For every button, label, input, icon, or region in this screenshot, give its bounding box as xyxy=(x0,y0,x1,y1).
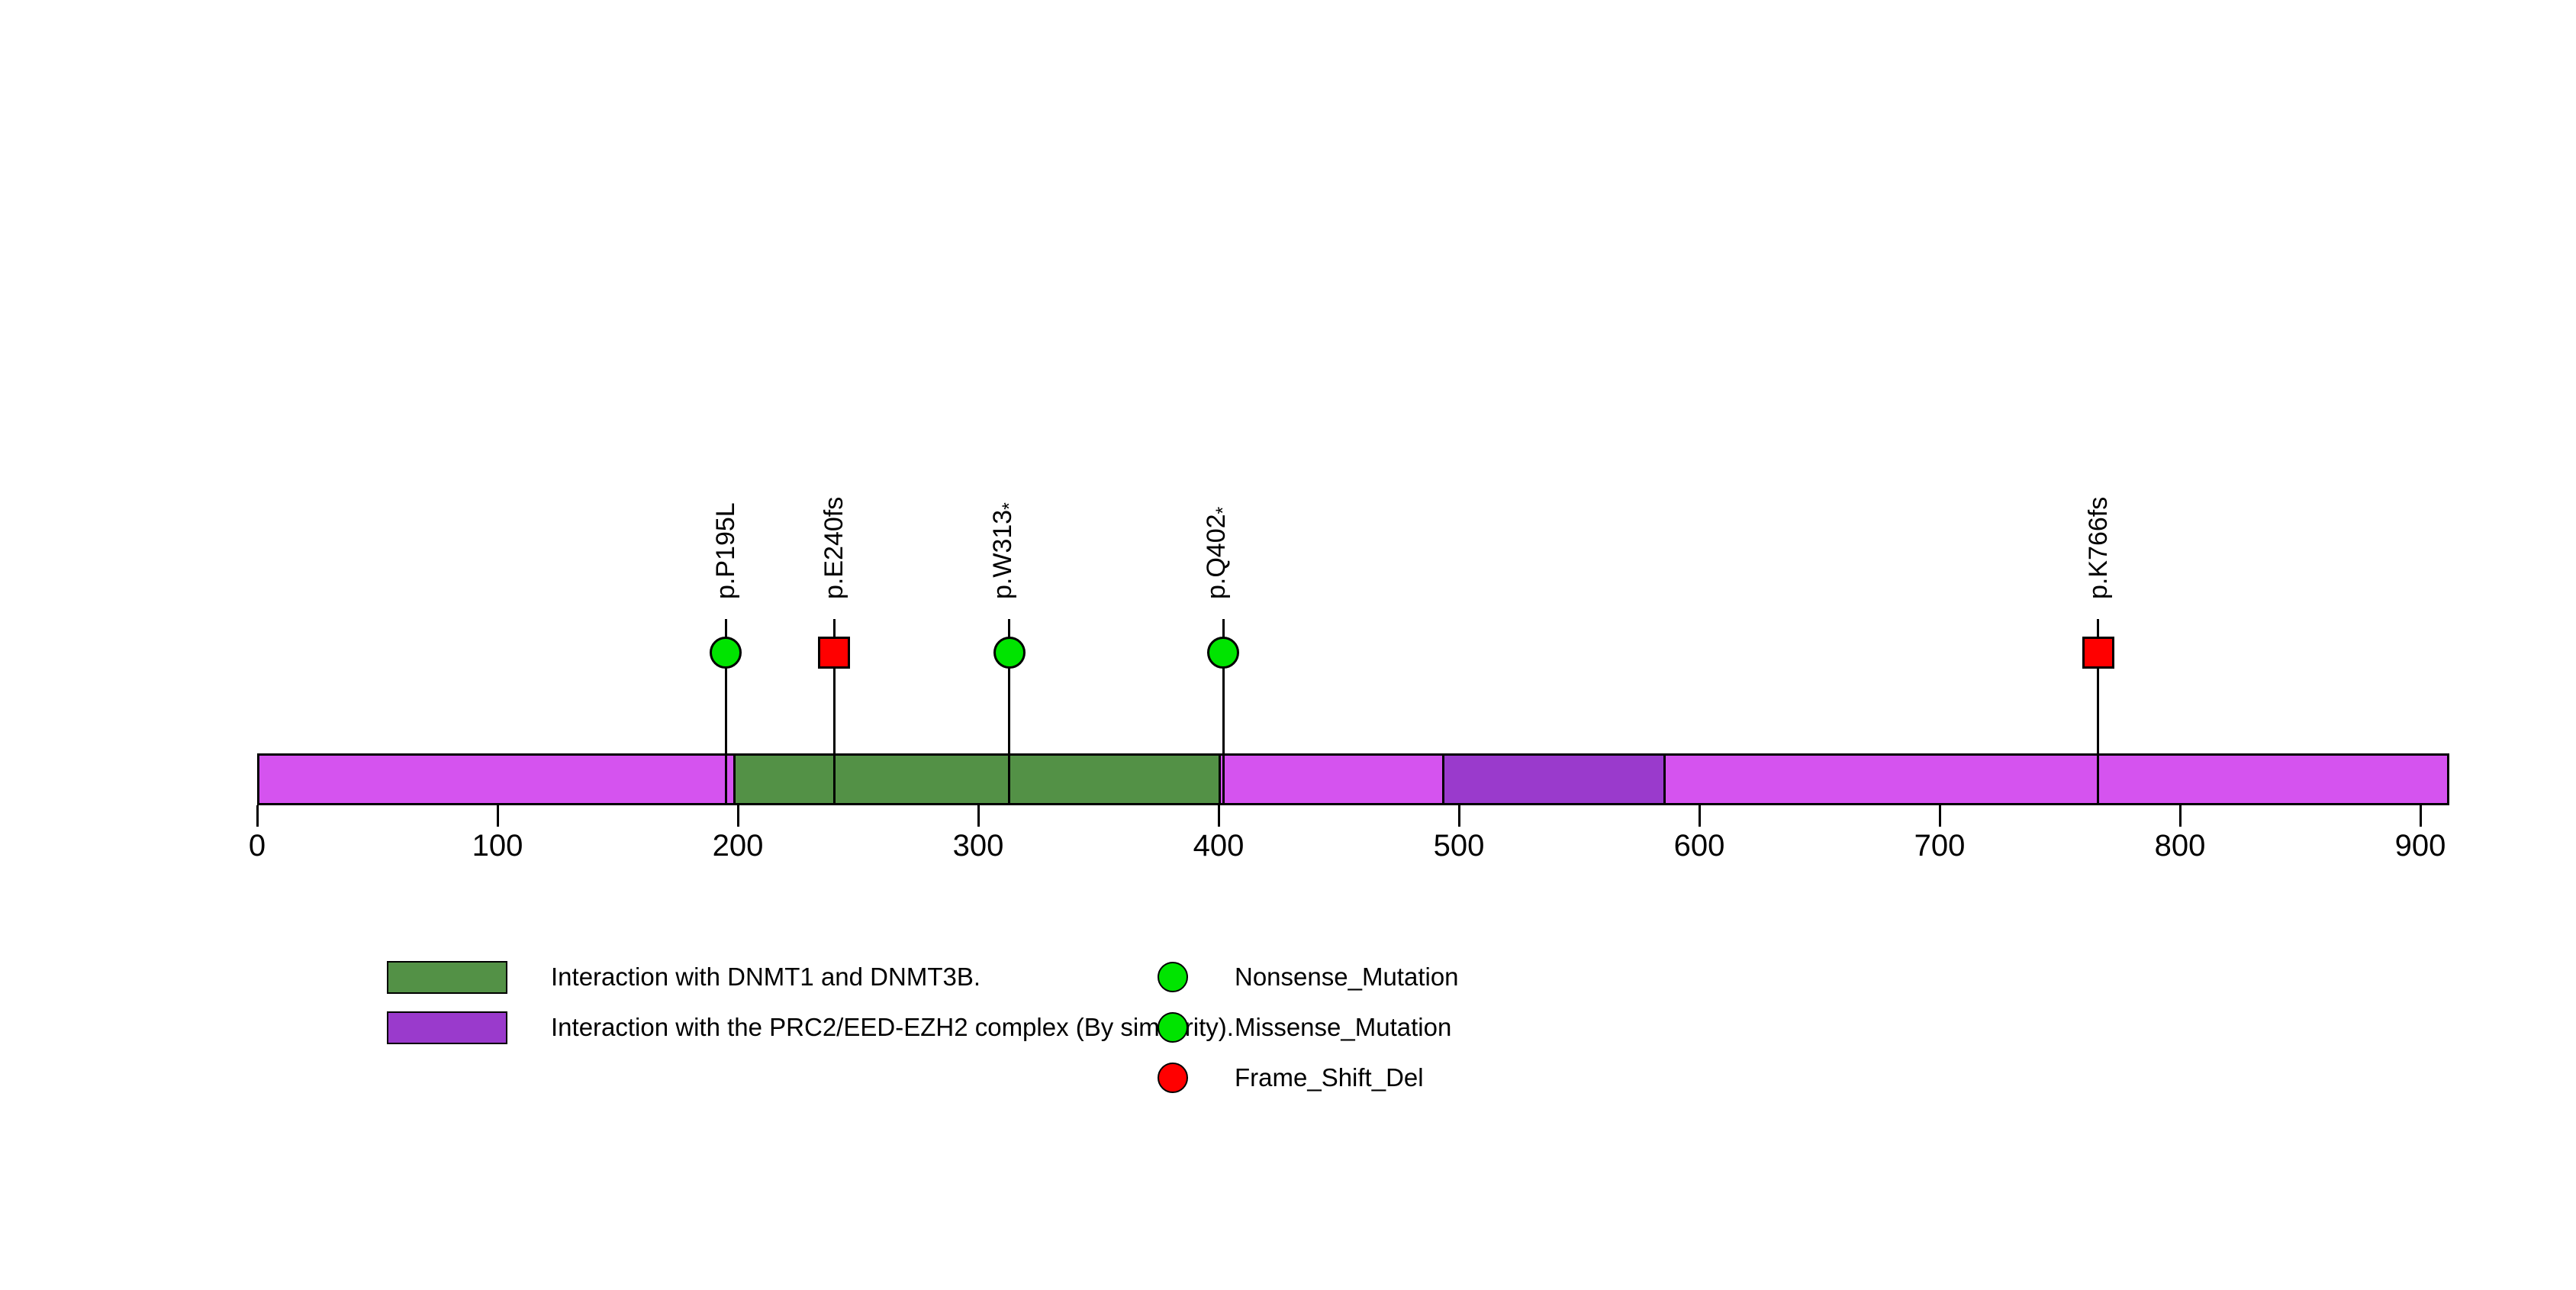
legend-mutation-label: Nonsense_Mutation xyxy=(1235,963,1459,991)
mutation-marker xyxy=(1207,637,1240,669)
x-tick-label: 200 xyxy=(712,829,764,863)
legend-domain-swatch xyxy=(387,961,507,994)
x-axis-tick xyxy=(736,805,739,827)
x-tick-label: 400 xyxy=(1193,829,1245,863)
x-axis-tick xyxy=(1698,805,1701,827)
mutation-label: p.Q402* xyxy=(1202,506,1235,599)
stop-codon-star: * xyxy=(1212,506,1235,514)
mutation-stem xyxy=(1222,619,1225,805)
x-tick-label: 300 xyxy=(952,829,1004,863)
x-tick-label: 500 xyxy=(1433,829,1485,863)
mutation-stem xyxy=(724,619,727,805)
legend-mutation-marker xyxy=(1158,1012,1188,1043)
domain-region xyxy=(1441,753,1666,805)
mutation-stem xyxy=(832,619,836,805)
mutation-label: p.E240fs xyxy=(819,496,848,599)
mutation-marker xyxy=(2082,637,2114,669)
x-axis-tick xyxy=(256,805,259,827)
x-axis-tick xyxy=(1457,805,1460,827)
legend-mutation-label: Frame_Shift_Del xyxy=(1235,1063,1424,1092)
x-axis-tick xyxy=(2178,805,2182,827)
mutation-marker xyxy=(993,637,1026,669)
x-tick-label: 800 xyxy=(2154,829,2206,863)
domain-region xyxy=(733,753,1222,805)
x-tick-label: 0 xyxy=(248,829,266,863)
x-axis-tick xyxy=(1217,805,1220,827)
mutation-label: p.P195L xyxy=(711,502,741,599)
mutation-label: p.K766fs xyxy=(2083,496,2113,599)
x-tick-label: 600 xyxy=(1673,829,1725,863)
mutation-marker xyxy=(818,637,850,669)
legend-mutation-marker xyxy=(1158,1063,1188,1093)
stop-codon-star: * xyxy=(998,502,1020,510)
protein-bar xyxy=(257,753,2449,805)
mutation-stem xyxy=(2097,619,2100,805)
x-axis-tick xyxy=(977,805,980,827)
legend-mutation-marker xyxy=(1158,962,1188,992)
x-axis-tick xyxy=(496,805,499,827)
x-axis-tick xyxy=(1938,805,1941,827)
x-tick-label: 700 xyxy=(1914,829,1966,863)
legend-mutation-label: Missense_Mutation xyxy=(1235,1013,1452,1041)
x-tick-label: 900 xyxy=(2394,829,2446,863)
mutation-label: p.W313* xyxy=(987,502,1020,599)
mutation-stem xyxy=(1008,619,1011,805)
x-tick-label: 100 xyxy=(472,829,523,863)
mutation-marker xyxy=(710,637,742,669)
legend-domain-label: Interaction with the PRC2/EED-EZH2 compl… xyxy=(551,1013,1234,1041)
legend-domain-label: Interaction with DNMT1 and DNMT3B. xyxy=(551,963,981,991)
legend-domain-swatch xyxy=(387,1011,507,1044)
x-axis-tick xyxy=(2419,805,2422,827)
